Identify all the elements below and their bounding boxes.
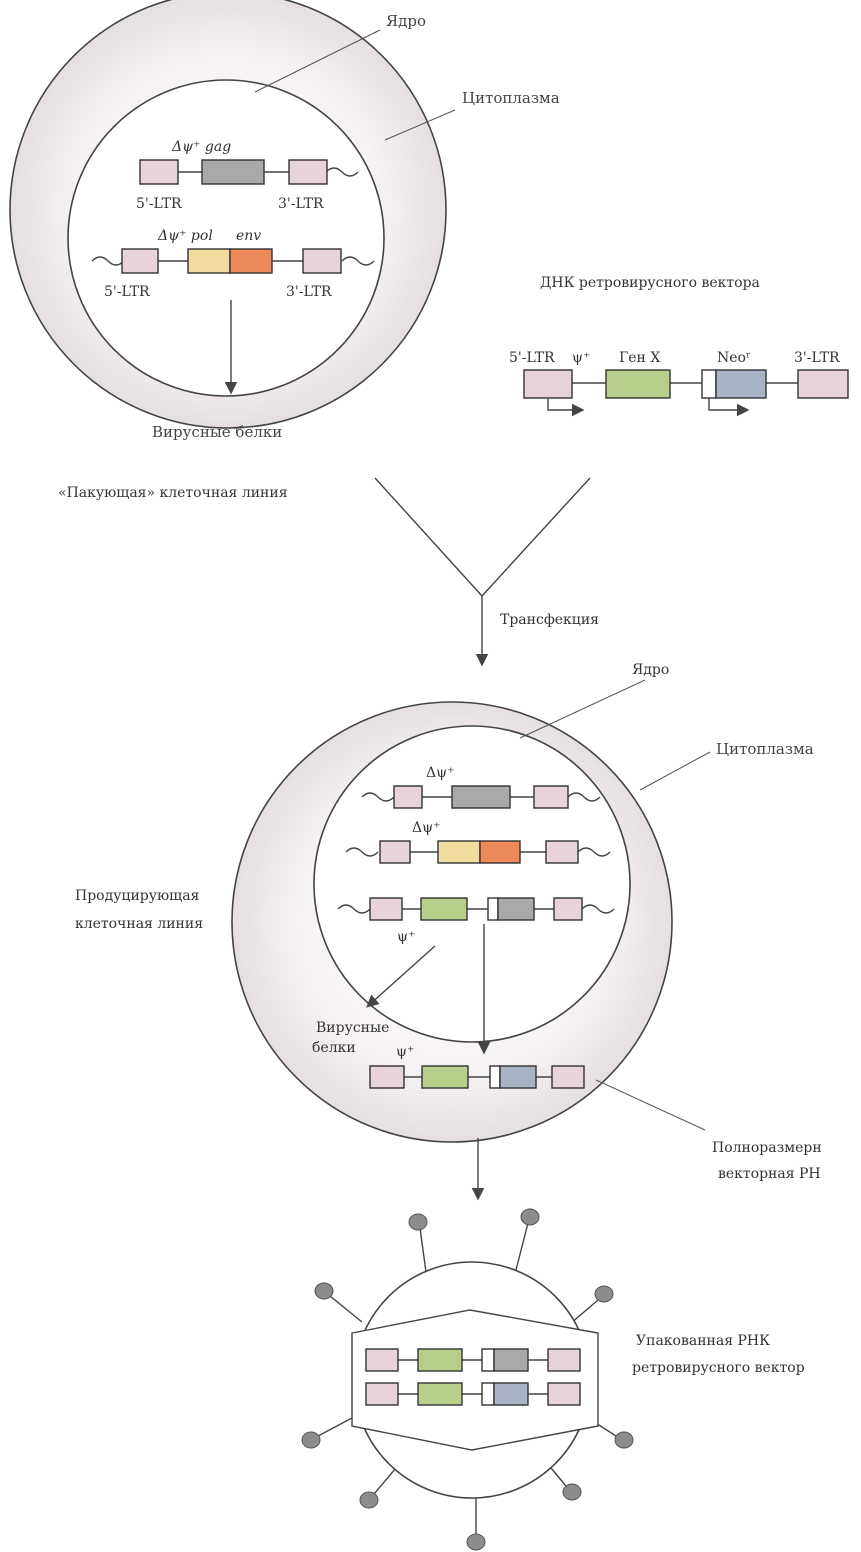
ltr5-box-gag: [139, 159, 179, 185]
mid-proteins-label-1: Вирусные: [316, 1020, 389, 1036]
vector-neo-box: [715, 369, 767, 399]
packaged-rna-2: [365, 1382, 581, 1406]
env-gene-box: [229, 248, 273, 274]
pol-gene-box: [187, 248, 231, 274]
ltr5-box-pol: [121, 248, 159, 274]
mid-dpsi-2: Δψ⁺: [412, 820, 440, 836]
ltr3-label-pol: 3'-LTR: [286, 284, 332, 300]
full-length-rna: ψ⁺: [369, 1044, 585, 1089]
vector-gene-label: Ген X: [619, 350, 660, 366]
vector-dna: ДНК ретровирусного вектора 5'-LTR ψ⁺ Ген…: [509, 275, 849, 417]
mid-psi-rna: ψ⁺: [396, 1044, 414, 1060]
packaging-cell-line-label: «Пакующая» клеточная линия: [58, 485, 288, 501]
ltr5-label-pol: 5'-LTR: [104, 284, 150, 300]
gag-label: Δψ⁺ gag: [171, 139, 231, 155]
virion-label-1: Упакованная РНК: [636, 1333, 770, 1349]
mid-proteins-label-2: белки: [312, 1040, 356, 1056]
vector-neo-label: Neoʳ: [717, 350, 751, 366]
mid-psi: ψ⁺: [397, 929, 415, 945]
vector-ltr3-box: [797, 369, 849, 399]
virion-capsid: [351, 1309, 599, 1451]
producer-cell: Ядро Цитоплазма Δψ⁺ Δψ⁺: [231, 662, 814, 1143]
pol-env-construct: Δψ⁺ pol env 5'-LTR 3'-LTR: [91, 228, 375, 300]
packaged-rna-1: [365, 1348, 581, 1372]
transfection-label: Трансфекция: [500, 612, 599, 628]
gag-construct: Δψ⁺ gag 5'-LTR 3'-LTR: [136, 139, 359, 212]
producer-label-1: Продуцирующая: [75, 888, 200, 904]
packaging-cell: Ядро Цитоплазма Δψ⁺ gag 5'-LTR 3'-LTR Δψ…: [9, 0, 560, 441]
transfection-arrows: Трансфекция: [374, 477, 599, 667]
vector-gene-x-box: [605, 369, 671, 399]
top-cell-nucleus: [67, 79, 385, 397]
ltr3-box-gag: [288, 159, 328, 185]
mid-cell-nucleus: [313, 725, 631, 1043]
virion-spike-heads: [301, 1208, 634, 1551]
ltr3-label-gag: 3'-LTR: [278, 196, 324, 212]
env-label: env: [236, 228, 261, 244]
pol-label: Δψ⁺ pol: [157, 228, 213, 244]
top-cytoplasm-label: Цитоплазма: [462, 89, 560, 107]
virion-label-2: ретровирусного вектор: [632, 1360, 805, 1376]
mid-pol-env-construct: Δψ⁺: [345, 820, 611, 864]
vector-psi-label: ψ⁺: [572, 350, 590, 366]
rna-label-1: Полноразмерн: [712, 1140, 822, 1156]
ltr5-label-gag: 5'-LTR: [136, 196, 182, 212]
mid-cytoplasm-label: Цитоплазма: [716, 740, 814, 758]
vector-ltr5-box: [523, 369, 573, 399]
mid-gag-construct: Δψ⁺: [361, 765, 601, 809]
top-viral-proteins-label: Вирусные белки: [152, 423, 282, 441]
gag-gene-box: [201, 159, 265, 185]
producer-label-2: клеточная линия: [75, 916, 203, 932]
virion: [301, 1208, 634, 1551]
vector-title: ДНК ретровирусного вектора: [540, 275, 760, 291]
vector-promoter-box: [701, 369, 717, 399]
top-nucleus-label: Ядро: [386, 12, 426, 30]
mid-vector-construct: ψ⁺: [337, 897, 615, 945]
rna-label-2: векторная РН: [718, 1166, 821, 1182]
mid-nucleus-label: Ядро: [632, 662, 669, 678]
vector-ltr5-label: 5'-LTR: [509, 350, 555, 366]
mid-dpsi-1: Δψ⁺: [426, 765, 454, 781]
vector-ltr3-label: 3'-LTR: [794, 350, 840, 366]
ltr3-box-pol: [302, 248, 342, 274]
